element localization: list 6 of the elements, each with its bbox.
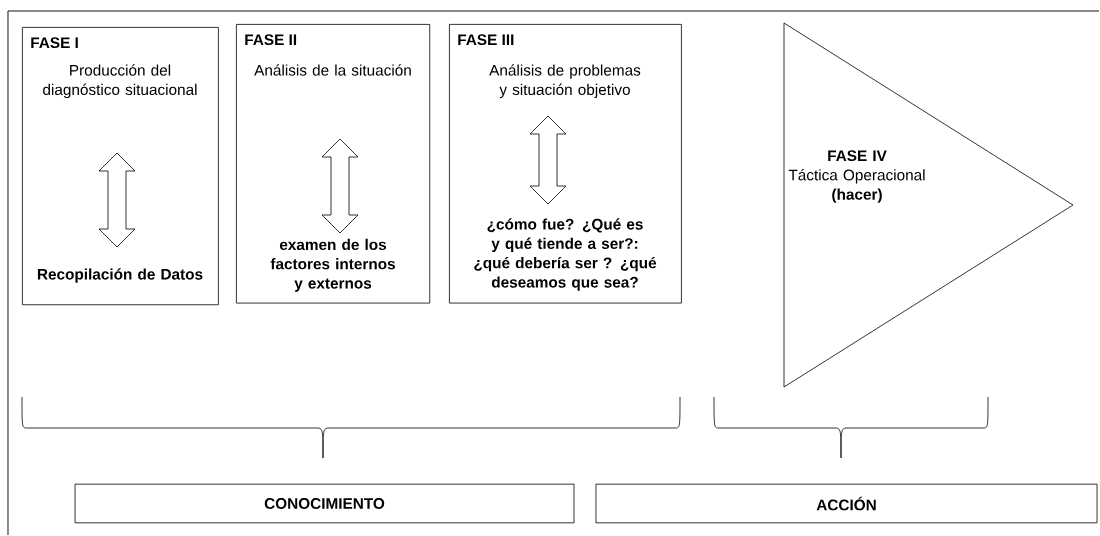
category-box: CONOCIMIENTO [74, 483, 575, 524]
phase-box: FASE II Análisis de la situación examen de los factores internos y externos [236, 24, 431, 304]
phase-box: FASE III Análisis de problemas y situación objetivo ¿cómo fue? ¿Qué es y qué tiende a ser?: ¿qué debería ser ? ¿qué deseamos que sea? [449, 24, 682, 304]
category-box: ACCIÓN [595, 483, 1098, 524]
phase-triangle: FASE IV Táctica Operacional (hacer) [783, 22, 1074, 388]
phase-box: FASE I Producción del diagnóstico situacional Recopilación de Datos [22, 27, 219, 306]
